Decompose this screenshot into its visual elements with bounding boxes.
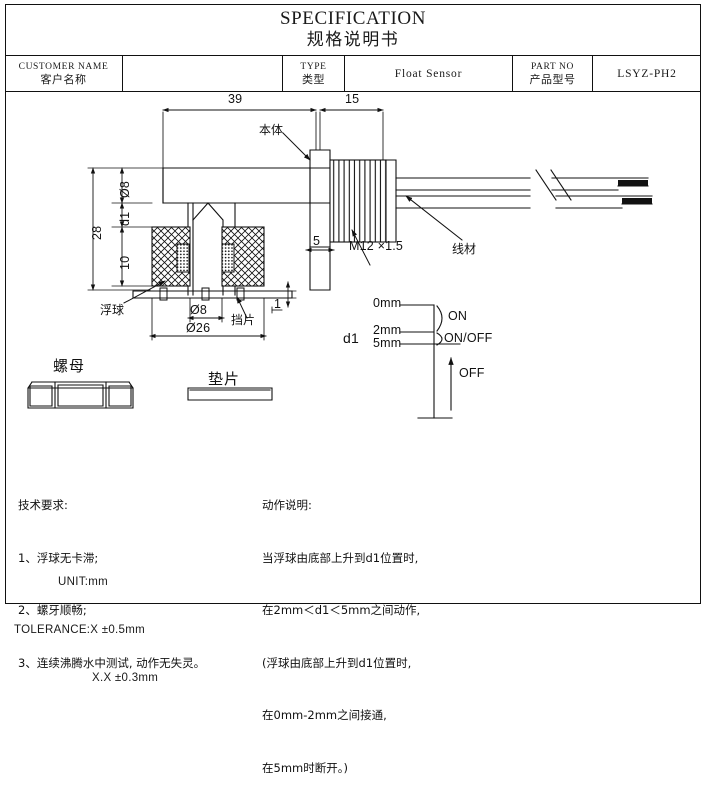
switch-axis-label: d1 bbox=[343, 330, 359, 346]
dim-plate-thickness: 1 bbox=[274, 297, 282, 311]
unit-tolerance-block: UNIT:mm TOLERANCE:X ±0.5mm X.X ±0.3mm bbox=[14, 542, 158, 718]
specification-sheet: SPECIFICATION 规格说明书 CUSTOMER NAME 客户名称 T… bbox=[5, 4, 701, 775]
dim-d1: d1 bbox=[118, 211, 132, 226]
dim-height-total: 28 bbox=[90, 225, 104, 240]
action-description: 动作说明: 当浮球由底部上升到d1位置时, 在2mm＜d1＜5mm之间动作, (… bbox=[262, 462, 420, 812]
part-no-header: PART NO 产品型号 bbox=[513, 56, 593, 91]
label-body: 本体 bbox=[259, 123, 284, 137]
dim-thread-length: 15 bbox=[345, 92, 360, 106]
unit-line: UNIT:mm bbox=[58, 576, 109, 588]
switch-level-1-state: ON/OFF bbox=[444, 331, 493, 345]
switch-level-0-position: 0mm bbox=[373, 296, 402, 310]
tolerance-line-1: TOLERANCE:X ±0.5mm bbox=[14, 624, 146, 636]
type-label-en: TYPE bbox=[300, 61, 327, 72]
action-description-line-2: 在2mm＜d1＜5mm之间动作, bbox=[262, 603, 421, 617]
label-nut: 螺母 bbox=[53, 357, 86, 375]
action-description-line-5: 在5mm时断开。) bbox=[262, 760, 348, 775]
part-no-value: LSYZ-PH2 bbox=[593, 56, 701, 91]
action-description-heading: 动作说明: bbox=[262, 498, 312, 512]
type-value-text: Float Sensor bbox=[394, 67, 463, 80]
action-description-line-4: 在0mm-2mm之间接通, bbox=[262, 708, 387, 722]
customer-name-value bbox=[123, 56, 283, 91]
customer-name-label-cn: 客户名称 bbox=[40, 72, 87, 86]
label-wire: 线材 bbox=[452, 242, 477, 256]
page-title-cn: 规格说明书 bbox=[306, 30, 400, 50]
type-header: TYPE 类型 bbox=[283, 56, 345, 91]
dim-length-total: 39 bbox=[228, 92, 243, 106]
customer-name-label-en: CUSTOMER NAME bbox=[18, 61, 109, 72]
page-title-en: SPECIFICATION bbox=[279, 8, 427, 29]
dim-flange-width: 5 bbox=[313, 234, 321, 248]
customer-name-header: CUSTOMER NAME 客户名称 bbox=[5, 56, 123, 91]
tolerance-line-2: X.X ±0.3mm bbox=[92, 672, 159, 684]
switch-level-1-position: 2mm bbox=[373, 323, 402, 337]
dim-float-dia: Ø26 bbox=[186, 321, 211, 335]
switch-level-2-state: OFF bbox=[459, 366, 485, 380]
tech-requirements-heading: 技术要求: bbox=[18, 498, 68, 512]
sheet-border bbox=[5, 4, 701, 604]
switch-level-2-position: 5mm bbox=[373, 336, 402, 350]
dim-float-height: 10 bbox=[118, 255, 132, 270]
label-thread: M12 ×1.5 bbox=[349, 239, 404, 253]
part-no-label-cn: 产品型号 bbox=[529, 72, 576, 86]
dim-bore-dia: Ø8 bbox=[190, 303, 208, 317]
type-label-cn: 类型 bbox=[302, 72, 325, 86]
title-block: SPECIFICATION 规格说明书 CUSTOMER NAME 客户名称 T… bbox=[5, 4, 701, 92]
part-no-value-text: LSYZ-PH2 bbox=[617, 67, 677, 80]
action-description-line-3: (浮球由底部上升到d1位置时, bbox=[262, 655, 412, 670]
dim-stem-dia: Ø8 bbox=[118, 180, 132, 198]
part-no-label-en: PART NO bbox=[531, 61, 574, 72]
tech-requirements-line-1: 1、浮球无卡滞; bbox=[18, 550, 99, 565]
info-row: CUSTOMER NAME 客户名称 TYPE 类型 Float Sensor … bbox=[5, 56, 701, 92]
title-header: SPECIFICATION 规格说明书 bbox=[5, 4, 701, 56]
label-washer: 垫片 bbox=[208, 370, 241, 388]
label-stopper: 挡片 bbox=[231, 313, 256, 327]
switch-level-0-state: ON bbox=[448, 309, 468, 323]
type-value: Float Sensor bbox=[345, 56, 513, 91]
action-description-line-1: 当浮球由底部上升到d1位置时, bbox=[262, 550, 419, 565]
label-float: 浮球 bbox=[100, 303, 125, 317]
